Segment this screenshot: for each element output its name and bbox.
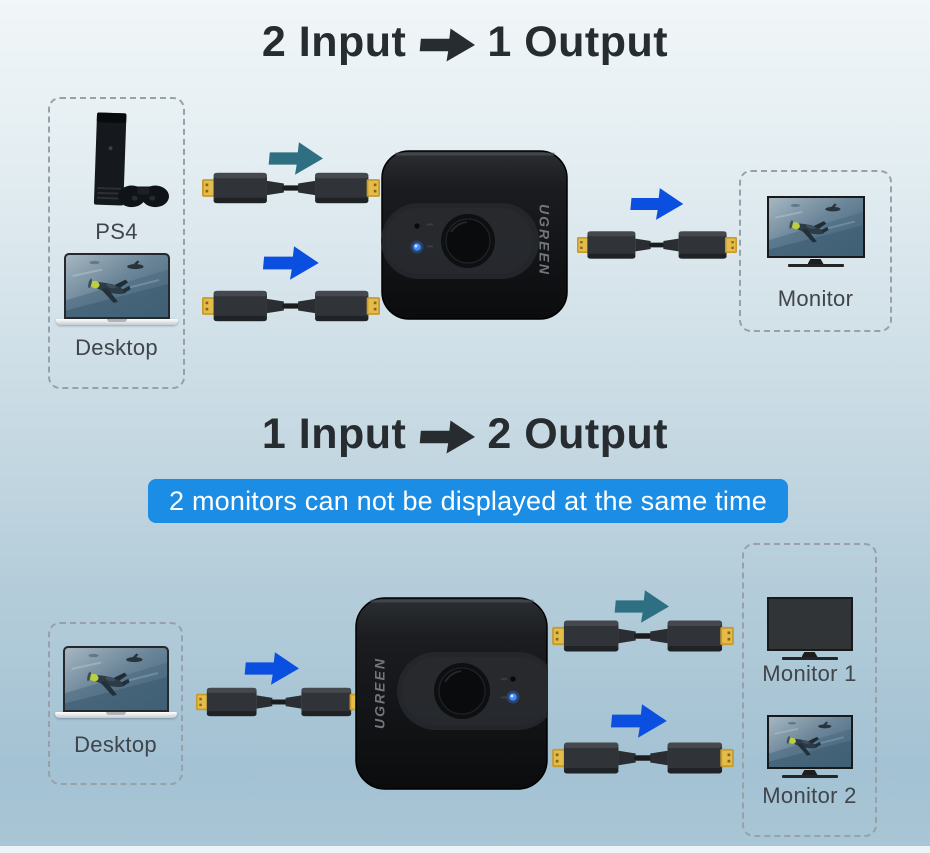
hdmi-cable-graphic	[196, 682, 362, 722]
monitor-1-label: Monitor 1	[762, 661, 857, 686]
section-1-title-right: 1 Output	[487, 18, 669, 66]
arrow-right-icon	[418, 25, 475, 65]
tv-off-image	[766, 597, 853, 660]
led-indicator-off	[413, 222, 421, 230]
hdmi-switch-device: UGREEN	[355, 597, 548, 790]
tv-image	[766, 196, 865, 267]
ps4-label: PS4	[95, 219, 138, 244]
monitor-2-label: Monitor 2	[762, 783, 857, 808]
hdmi-cable-graphic	[202, 168, 380, 208]
flow-arrow-blue-icon	[260, 244, 320, 282]
hdmi-cable-graphic	[551, 616, 735, 656]
flow-arrow-blue-icon	[628, 186, 684, 222]
bottom-edge-strip	[0, 846, 930, 853]
output-monitors-box: Monitor 1 Monitor 2	[742, 543, 877, 837]
output-monitor-box: Monitor	[739, 170, 892, 332]
brand-label: UGREEN	[536, 204, 552, 276]
monitor-label: Monitor	[777, 286, 854, 311]
laptop-image	[54, 646, 177, 718]
hdmi-cable-graphic	[577, 226, 737, 264]
notice-banner: 2 monitors can not be displayed at the s…	[148, 479, 788, 523]
desktop-label: Desktop	[75, 335, 158, 360]
section-2-title-left: 1 Input	[261, 410, 407, 458]
led-indicator-off	[509, 675, 517, 683]
desktop-label: Desktop	[74, 732, 157, 757]
hdmi-switch-device: UGREEN	[381, 150, 568, 320]
arrow-right-icon	[418, 417, 475, 457]
input-desktop-box: Desktop	[48, 622, 183, 785]
tv-image	[766, 715, 853, 778]
section-2-title: 1 Input 2 Output	[0, 410, 930, 459]
hdmi-cable-graphic	[551, 738, 735, 778]
section-1-title-left: 2 Input	[261, 18, 407, 66]
laptop-image	[55, 253, 178, 325]
hdmi-cable-graphic	[202, 286, 380, 326]
section-2-title-right: 2 Output	[487, 410, 669, 458]
section-1-title: 2 Input 1 Output	[0, 18, 930, 67]
ps4-console-image	[58, 111, 176, 213]
input-devices-box: PS4 Desktop	[48, 97, 185, 389]
brand-label: UGREEN	[372, 657, 388, 729]
flow-arrow-blue-icon	[608, 702, 668, 740]
